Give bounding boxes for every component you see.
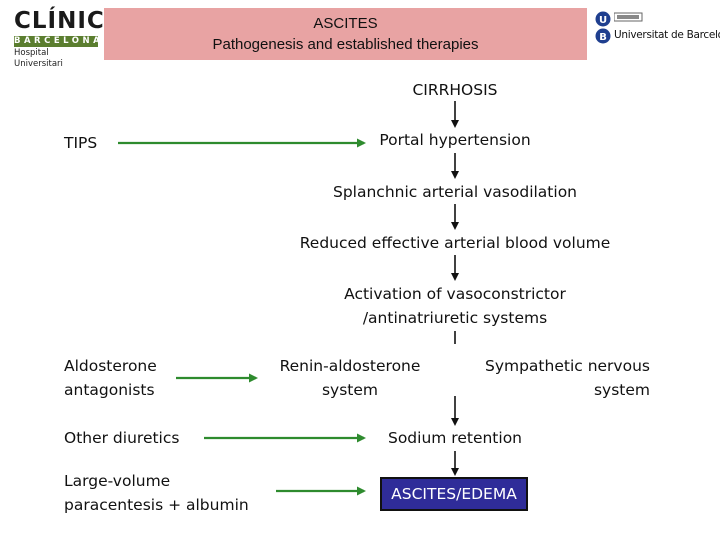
clinic-logo-name: CLÍNIC [14,8,105,34]
node-splanchnic-vasodilation: Splanchnic arterial vasodilation [333,183,577,201]
node-sns-line2: system [593,381,650,399]
therapy-paracentesis-line2: paracentesis + albumin [64,496,249,514]
node-cirrhosis: CIRRHOSIS [412,81,498,99]
university-logo: U B Universitat de Barcelona [594,11,720,45]
node-ascites-edema: ASCITES/EDEMA [380,477,528,511]
university-seal-icon: U B [595,11,611,44]
title-banner: ASCITES Pathogenesis and established the… [104,8,587,60]
node-sns-line1: Sympathetic nervous [484,357,650,375]
node-renin-aldosterone: Renin-aldosterone system [262,354,438,402]
node-activation-line2: /antinatriuretic systems [362,309,548,327]
university-logo-name: Universitat de Barcelona [614,29,720,41]
node-reduced-blood-volume: Reduced effective arterial blood volume [299,234,611,252]
page-subtitle: Pathogenesis and established therapies [212,36,479,53]
therapy-paracentesis: Large-volume paracentesis + albumin [64,469,249,517]
svg-text:U: U [599,15,607,26]
node-sympathetic: Sympathetic nervous system [470,354,650,402]
clinic-logo: CLÍNIC BARCELONA Hospital Universitari [14,8,105,69]
therapy-aldosterone-line2: antagonists [64,381,155,399]
node-activation-systems: Activation of vasoconstrictor /antinatri… [310,282,600,330]
therapy-aldosterone-line1: Aldosterone [64,357,157,375]
node-portal-hypertension: Portal hypertension [379,131,531,149]
clinic-logo-city: BARCELONA [14,36,104,47]
therapy-paracentesis-line1: Large-volume [64,472,171,490]
node-sodium-retention: Sodium retention [387,429,522,447]
therapy-tips: TIPS [64,134,98,152]
therapy-aldosterone-antagonists: Aldosterone antagonists [64,354,157,402]
university-crest-icon [614,12,643,22]
svg-text:B: B [599,32,607,43]
node-activation-line1: Activation of vasoconstrictor [344,285,566,303]
node-raas-line2: system [321,381,379,399]
page-title: ASCITES [313,15,378,32]
node-raas-line1: Renin-aldosterone [279,357,421,375]
therapy-other-diuretics: Other diuretics [64,429,180,447]
clinic-logo-subtitle: Hospital Universitari [14,48,63,69]
